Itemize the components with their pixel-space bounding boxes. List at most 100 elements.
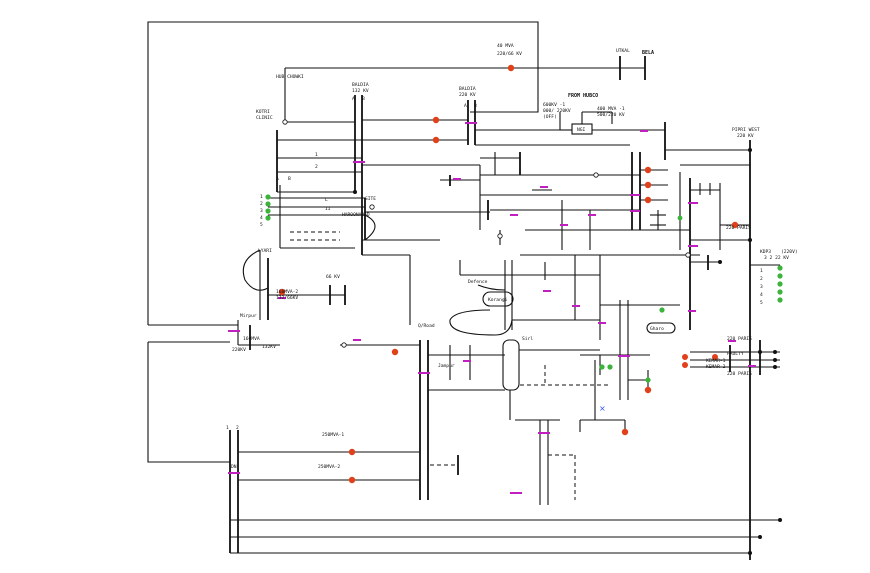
capacitor-symbol [607,364,613,370]
label-site: SITE [365,196,376,202]
label-250mva-1: 250MVA-1 [322,432,344,438]
label-kdp3-kv2: 3 2 22 KV [764,255,789,261]
label-gharo: Gharo [650,326,664,332]
label-600kv-c: (OFF) [543,114,557,120]
label-132kv-b: 132KV [262,344,276,350]
breaker-symbol [644,181,652,189]
label-160mva: 160MVA [243,336,260,342]
label-num1: 1 [315,152,318,158]
capacitor-symbol [777,297,783,303]
capacitor-symbol [265,201,271,207]
label-from-hubco: FROM HUBCO [568,93,598,99]
label-defence: Defence [468,279,488,285]
label-kemar-1: KEMAR-1 [706,358,726,364]
terminal-nodes [282,119,782,555]
label-bus-a1: A [352,96,355,102]
breaker-symbol [682,354,688,360]
label-kemar-2: KEMAR-2 [706,364,726,370]
label-kotri: KOTRI [256,109,270,115]
label-220-paris: 220 PARIS [726,225,751,231]
label-baldia-220: BALDIA [459,86,476,92]
label-t2: 2 [260,201,263,207]
breaker-symbol [682,362,688,368]
label-hub-chowki: HUB CHOWKI [276,74,304,80]
label-ii: II [325,206,331,212]
capacitor-symbol [777,281,783,287]
label-220kv: 220 KV [459,92,476,98]
breaker-symbol [432,136,440,144]
label-baldia-132: BALDIA [352,82,369,88]
label-r5: 5 [760,300,763,306]
label-160mva-2: 160MVA-2 [276,289,298,295]
site-haroonabad [237,185,490,350]
label-kdp3-kv: (220V) [781,249,798,255]
breaker-symbol [621,428,629,436]
label-132kv: 132 KV [352,88,369,94]
capacitor-symbol [265,215,271,221]
label-q-road: Q/Road [418,323,435,329]
label-ngi: NGI [577,127,586,133]
label-40mva: 40 MVA [497,43,514,49]
label-r2: 2 [760,276,763,282]
circuit-breakers [278,64,739,484]
label-t1: 1 [260,194,263,200]
diagram-labels: 40 MVA 220/66 KV UTKAL BELA HUB CHOWKI B… [226,43,798,470]
label-600kv: 600KV -1 [543,102,565,108]
outer-feeders [147,21,780,554]
label-400mva: 400 MVA -1 [597,106,625,112]
breaker-symbol [644,386,652,394]
label-r3: 3 [760,284,763,290]
label-mirpur: Mirpur [240,313,257,319]
label-t3: 3 [260,208,263,214]
label-132-66kv: 132/66KV [276,295,298,301]
top-area [284,56,646,123]
breaker-symbol [278,288,286,296]
capacitor-symbol [677,215,683,221]
label-220kv-b: 220KV [232,347,246,353]
breaker-symbol [391,348,399,356]
label-two: 2 [236,425,239,431]
capacitor-symbol [265,208,271,214]
label-jampur: Jampur [438,363,455,369]
label-utkal: UTKAL [616,48,630,54]
label-600kv-b: 000/ 220KV [543,108,571,114]
label-kdp3: KDP3 [760,249,771,255]
capacitor-symbol [777,289,783,295]
breaker-symbol [712,354,718,360]
label-num2: 2 [315,164,318,170]
label-kotri-2: CLINIC [256,115,273,121]
label-dn: DN [231,464,237,470]
right-side-buses [690,264,780,375]
label-66kv: 66 KV [326,274,340,280]
defence-korangi [449,254,700,340]
label-bus-b3: B [288,176,291,182]
breaker-symbol [731,221,739,229]
label-bela: BELA [642,50,654,56]
svg-text:×: × [599,404,606,413]
label-r1: 1 [760,268,763,274]
label-haroonabad: HAROONABAD [342,212,370,218]
label-220-paris-c: 220 PARIS [727,371,752,377]
label-bus-b2: B [474,103,477,109]
breaker-symbol [644,196,652,204]
label-sirl: Sirl [522,336,533,342]
label-faulty: FAULTY [727,351,744,357]
label-r4: 4 [760,292,763,298]
label-400mva-b: 500/220 KV [597,112,625,118]
capacitor-banks [265,194,783,383]
label-pipri-west: PIPRI WEST [732,127,760,133]
label-pipri-kv: 220 KV [737,133,754,139]
capacitor-symbol [777,265,783,271]
label-l: L [325,197,328,203]
breaker-symbol [348,448,356,456]
label-bus-a3: A [276,176,279,182]
label-220-66kv: 220/66 KV [497,51,522,57]
label-t4: 4 [260,215,263,221]
capacitor-symbol [599,364,605,370]
switch-markers [228,122,756,494]
capacitor-symbol [777,273,783,279]
capacitor-symbol [659,307,665,313]
capacitor-symbol [645,377,651,383]
label-250mva-2: 250MVA-2 [318,464,340,470]
